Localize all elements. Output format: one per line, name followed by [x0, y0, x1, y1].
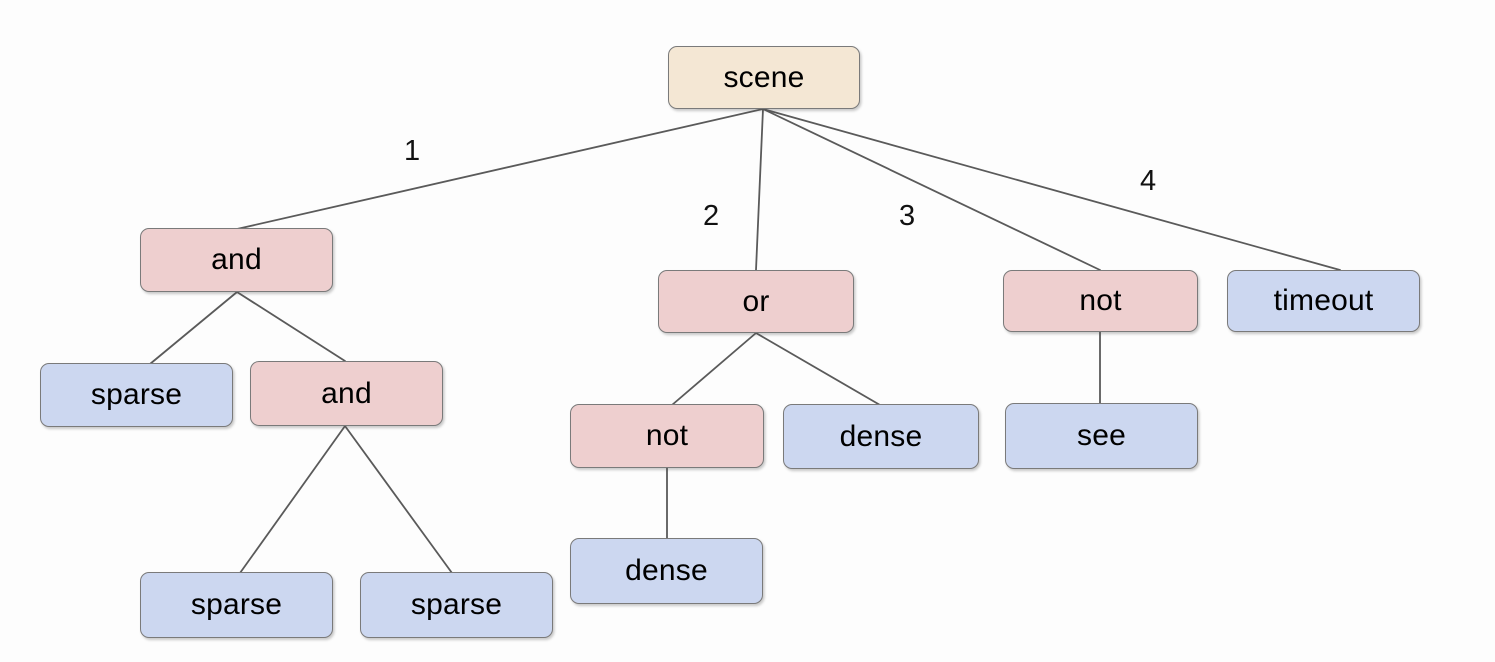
- tree-node-label: or: [742, 284, 770, 318]
- edge-and1-to-sparse1: [149, 291, 238, 365]
- tree-node-label: dense: [839, 419, 923, 453]
- tree-node-dense1[interactable]: dense: [783, 404, 979, 469]
- edge-and2-to-sparse3: [344, 425, 453, 574]
- edge-label-2: 2: [703, 200, 720, 232]
- tree-node-label: sparse: [410, 588, 503, 621]
- tree-node-label: not: [1079, 284, 1122, 317]
- tree-node-label: see: [1077, 419, 1126, 452]
- tree-node-sparse1[interactable]: sparse: [40, 363, 233, 427]
- edge-scene-to-and1: [236, 108, 764, 230]
- tree-node-see1[interactable]: see: [1005, 403, 1198, 469]
- edge-label-3: 3: [899, 200, 916, 232]
- tree-node-scene[interactable]: scene: [668, 46, 860, 109]
- tree-node-label: and: [321, 376, 372, 410]
- tree-node-dense2[interactable]: dense: [570, 538, 763, 604]
- tree-node-label: and: [211, 243, 262, 276]
- tree-node-label: scene: [723, 60, 805, 94]
- tree-node-label: sparse: [90, 378, 183, 411]
- tree-node-sparse3[interactable]: sparse: [360, 572, 553, 638]
- edge-scene-to-not1: [762, 108, 1101, 271]
- edge-and1-to-and2: [236, 291, 346, 362]
- edge-label-4: 4: [1140, 165, 1157, 197]
- tree-node-not2[interactable]: not: [570, 404, 764, 468]
- tree-node-sparse2[interactable]: sparse: [140, 572, 333, 638]
- tree-node-and1[interactable]: and: [140, 228, 333, 292]
- tree-node-label: dense: [625, 554, 708, 587]
- tree-node-not1[interactable]: not: [1003, 270, 1198, 332]
- edge-scene-to-or1: [755, 108, 764, 271]
- edge-or1-to-dense1: [755, 332, 881, 406]
- tree-node-label: not: [645, 419, 689, 452]
- edge-scene-to-timeout1: [762, 108, 1341, 271]
- edge-label-1: 1: [404, 135, 421, 167]
- edge-or1-to-not2: [671, 332, 757, 406]
- tree-node-or1[interactable]: or: [658, 270, 854, 333]
- tree-node-and2[interactable]: and: [250, 361, 443, 426]
- tree-node-timeout1[interactable]: timeout: [1227, 270, 1420, 332]
- edge-and2-to-sparse2: [239, 425, 346, 574]
- tree-node-label: timeout: [1273, 284, 1374, 317]
- tree-node-label: sparse: [190, 588, 283, 621]
